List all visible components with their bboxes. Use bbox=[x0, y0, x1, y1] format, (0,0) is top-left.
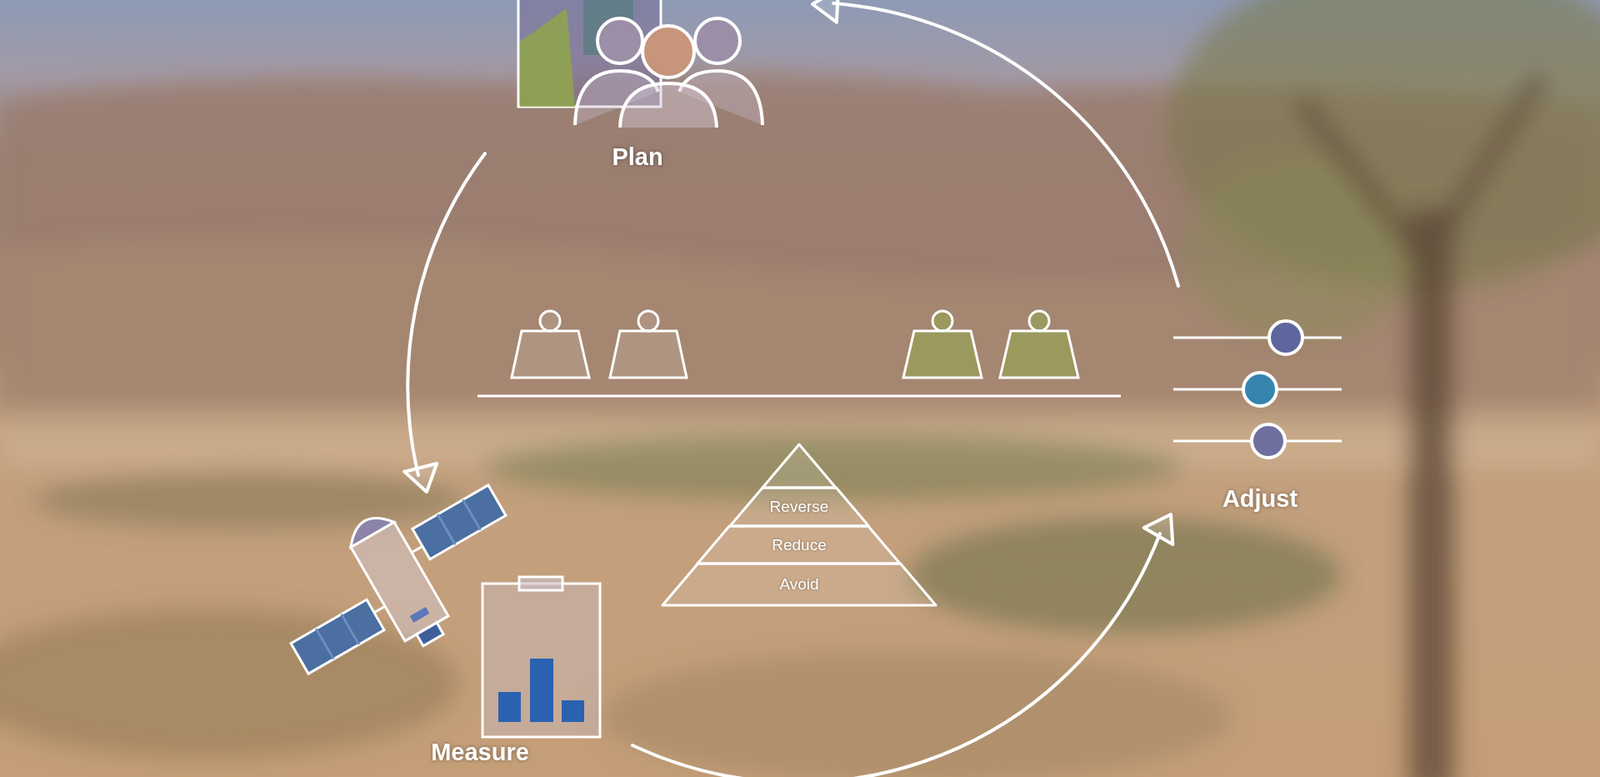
plan-icon bbox=[518, 0, 763, 128]
stage-label: Measure bbox=[430, 738, 530, 766]
band-shape bbox=[697, 525, 900, 564]
arrowhead bbox=[1144, 505, 1186, 545]
band-label: Avoid bbox=[779, 575, 819, 594]
balance bbox=[477, 310, 1121, 396]
cycle-arc bbox=[833, 3, 1179, 286]
cycle-arc bbox=[407, 153, 485, 475]
slider-icon bbox=[1173, 320, 1342, 458]
band-shape bbox=[662, 563, 936, 605]
cycle-arc bbox=[632, 533, 1160, 777]
band-label: Reverse bbox=[770, 497, 830, 516]
clipboard-icon bbox=[482, 576, 600, 737]
stage-label: Plan bbox=[611, 143, 663, 171]
band-label: Reduce bbox=[771, 535, 827, 555]
pyramid-band: Reverse bbox=[730, 487, 870, 526]
arrowhead bbox=[404, 463, 443, 496]
pyramid-apex bbox=[762, 444, 836, 488]
pyramid-band: Avoid bbox=[662, 563, 936, 605]
stage-label: Adjust bbox=[1222, 485, 1298, 513]
pyramid-band: Reduce bbox=[697, 525, 900, 564]
band-shape bbox=[730, 487, 870, 526]
arrowhead bbox=[811, 0, 839, 23]
